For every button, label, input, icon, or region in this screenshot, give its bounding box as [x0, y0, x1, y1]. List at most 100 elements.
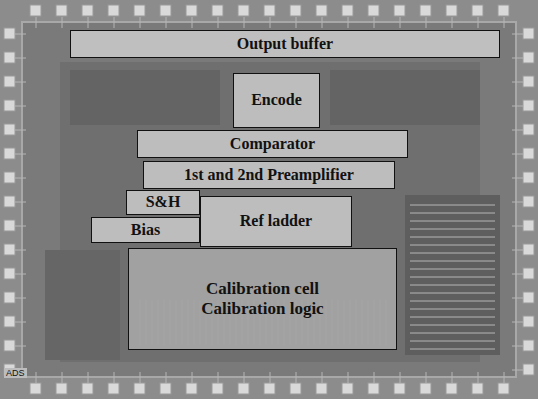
- wire-trace: [504, 17, 505, 28]
- wire-trace: [244, 372, 245, 383]
- circuit-block: [330, 70, 480, 125]
- block-label: Output buffer: [233, 35, 337, 53]
- wire-trace: [348, 372, 349, 383]
- circuit-block: [70, 70, 220, 125]
- bond-pad: [56, 383, 67, 394]
- ref-ladder-block: Ref ladder: [200, 196, 352, 247]
- block-label: Bias: [127, 221, 164, 239]
- bond-pad: [108, 383, 119, 394]
- bond-pad: [238, 5, 249, 16]
- wire-trace: [512, 274, 523, 275]
- wire-trace: [62, 17, 63, 28]
- bond-pad: [212, 5, 223, 16]
- wire-trace: [218, 372, 219, 383]
- wire-trace: [322, 372, 323, 383]
- block-label: 1st and 2nd Preamplifier: [180, 166, 358, 184]
- wire-trace: [374, 17, 375, 28]
- bond-pad: [368, 383, 379, 394]
- bond-pad: [523, 340, 534, 351]
- comparator-block: Comparator: [137, 130, 408, 158]
- wire-trace: [452, 17, 453, 28]
- bond-pad: [4, 244, 15, 255]
- wire-trace: [166, 17, 167, 28]
- bond-pad: [4, 220, 15, 231]
- wire-trace: [410, 333, 495, 334]
- bond-pad: [523, 52, 534, 63]
- wire-trace: [478, 372, 479, 383]
- wire-trace: [62, 372, 63, 383]
- wire-trace: [15, 178, 26, 179]
- wire-trace: [15, 58, 26, 59]
- bond-pad: [523, 364, 534, 375]
- bond-pad: [186, 5, 197, 16]
- bond-pad: [523, 316, 534, 327]
- bond-pad: [498, 383, 509, 394]
- bond-pad: [523, 172, 534, 183]
- bond-pad: [134, 5, 145, 16]
- bond-pad: [108, 5, 119, 16]
- bond-pad: [316, 383, 327, 394]
- circuit-block: [405, 195, 500, 355]
- wire-trace: [192, 17, 193, 28]
- wire-trace: [15, 250, 26, 251]
- wire-trace: [88, 372, 89, 383]
- wire-trace: [192, 372, 193, 383]
- wire-trace: [410, 229, 495, 230]
- bond-pad: [290, 5, 301, 16]
- wire-traces: [15, 17, 523, 383]
- encode-block: Encode: [233, 73, 320, 128]
- bond-pad: [4, 340, 15, 351]
- wire-trace: [410, 261, 495, 262]
- wire-trace: [15, 322, 26, 323]
- block-label: Calibration cell Calibration logic: [184, 279, 342, 318]
- bond-pad: [4, 28, 15, 39]
- wire-trace: [270, 372, 271, 383]
- bias-block: Bias: [91, 217, 200, 243]
- wire-trace: [400, 372, 401, 383]
- wire-trace: [166, 372, 167, 383]
- wire-trace: [410, 325, 495, 326]
- bond-pad: [4, 316, 15, 327]
- bond-pad: [420, 383, 431, 394]
- bond-pad: [523, 196, 534, 207]
- die-core: [22, 22, 516, 377]
- wire-trace: [512, 178, 523, 179]
- bond-pad: [186, 383, 197, 394]
- wire-trace: [512, 322, 523, 323]
- wire-trace: [512, 58, 523, 59]
- wire-trace: [410, 221, 495, 222]
- bond-pad: [523, 220, 534, 231]
- wire-trace: [410, 245, 495, 246]
- wire-trace: [410, 237, 495, 238]
- bond-pad: [82, 5, 93, 16]
- wire-trace: [512, 82, 523, 83]
- bond-pad: [4, 268, 15, 279]
- bond-pad: [264, 383, 275, 394]
- wire-trace: [512, 250, 523, 251]
- wire-trace: [88, 17, 89, 28]
- wire-trace: [478, 17, 479, 28]
- wire-trace: [15, 34, 26, 35]
- wire-trace: [512, 202, 523, 203]
- bond-pad: [394, 383, 405, 394]
- calibration-block: Calibration cell Calibration logic: [128, 248, 397, 350]
- wire-trace: [410, 317, 495, 318]
- wire-trace: [15, 346, 26, 347]
- block-label: Encode: [247, 91, 306, 109]
- wire-trace: [410, 253, 495, 254]
- wire-trace: [512, 370, 523, 371]
- wire-trace: [410, 293, 495, 294]
- pad-ring: [4, 5, 534, 394]
- wire-trace: [15, 154, 26, 155]
- wire-trace: [270, 17, 271, 28]
- bond-pad: [4, 148, 15, 159]
- wire-trace: [15, 298, 26, 299]
- wire-trace: [426, 17, 427, 28]
- bond-pad: [30, 5, 41, 16]
- wire-trace: [512, 34, 523, 35]
- wire-trace: [15, 226, 26, 227]
- wire-trace: [218, 17, 219, 28]
- wire-trace: [410, 277, 495, 278]
- wire-trace: [452, 372, 453, 383]
- bond-pad: [523, 76, 534, 87]
